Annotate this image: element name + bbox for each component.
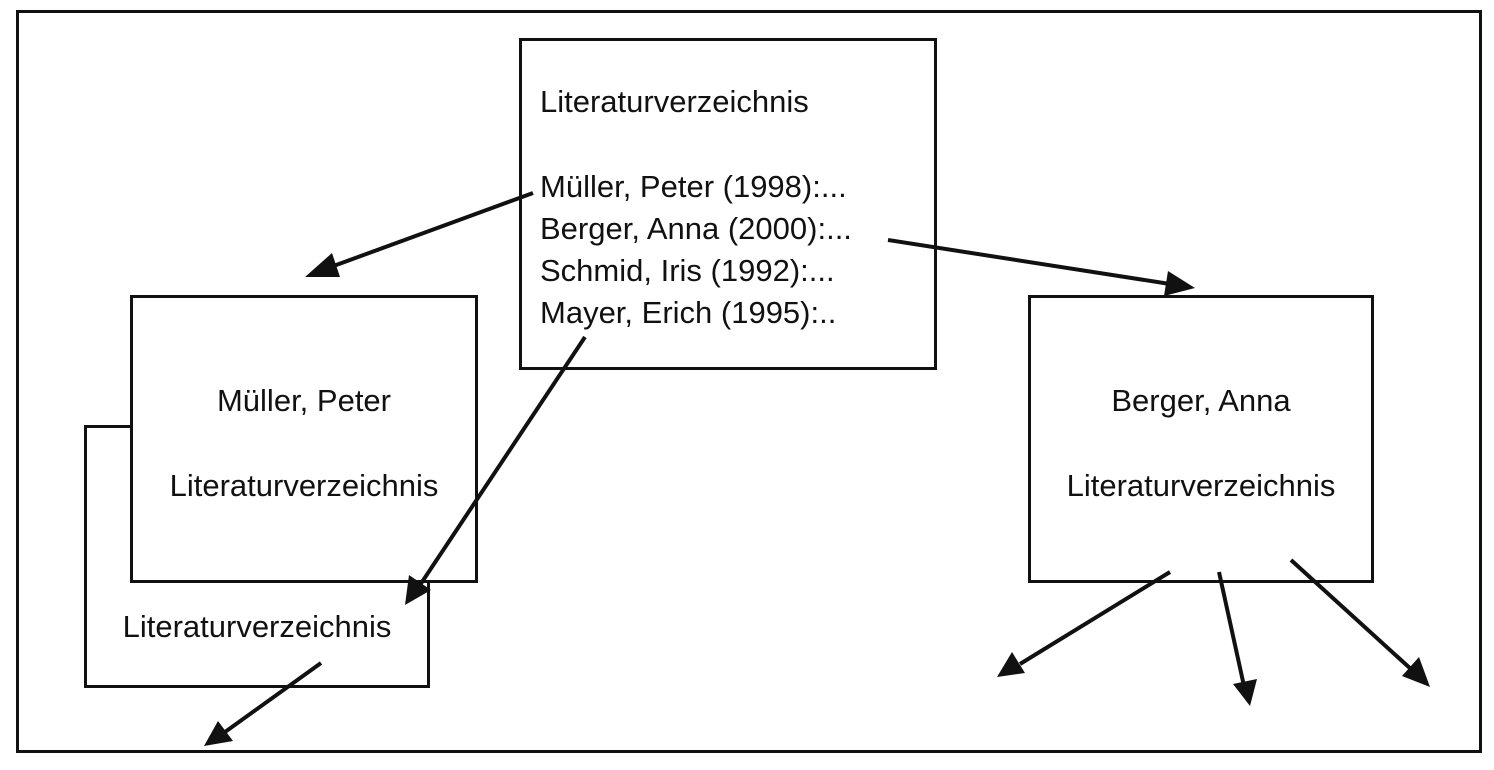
- mayer-box-title: Literaturverzeichnis: [122, 609, 392, 644]
- entry-berger: Berger, Anna (2000):...: [540, 211, 852, 246]
- arrow-to-mayer: [405, 335, 587, 605]
- berger-bibliography-box: Berger, Anna Literaturverzeichnis: [1028, 295, 1374, 583]
- central-bibliography-box: Literaturverzeichnis Müller, Peter (1998…: [519, 38, 937, 370]
- mueller-box-title: Literaturverzeichnis: [169, 468, 439, 503]
- entry-schmid: Schmid, Iris (1992):...: [540, 253, 835, 288]
- entry-mueller: Müller, Peter (1998):...: [540, 169, 847, 204]
- entry-mayer: Mayer, Erich (1995):..: [540, 295, 837, 330]
- diagram-frame: [16, 10, 1482, 753]
- mueller-box-author: Müller, Peter: [216, 383, 391, 418]
- mueller-bibliography-box: Müller, Peter Literaturverzeichnis: [130, 295, 478, 583]
- berger-box-title: Literaturverzeichnis: [1066, 468, 1336, 503]
- arrow-to-mueller: [305, 191, 534, 277]
- berger-box-author: Berger, Anna: [1111, 383, 1291, 418]
- arrow-from-berger-right: [1289, 558, 1430, 687]
- arrow-from-berger-left: [997, 570, 1172, 677]
- central-box-title: Literaturverzeichnis: [540, 84, 809, 119]
- arrow-to-berger: [887, 238, 1195, 296]
- arrow-from-berger-middle: [1217, 571, 1257, 706]
- arrow-from-mayer: [204, 661, 323, 746]
